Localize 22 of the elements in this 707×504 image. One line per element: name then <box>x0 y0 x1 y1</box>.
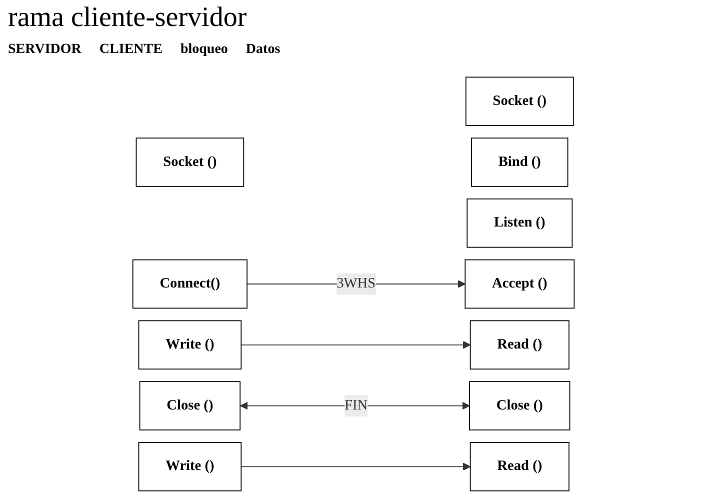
node-box: Connect() <box>132 259 248 309</box>
node-box: Accept () <box>464 259 575 309</box>
arrow <box>240 462 471 471</box>
node-box: Socket () <box>465 76 574 126</box>
edge-label: FIN <box>344 398 368 413</box>
node-box: Read () <box>470 442 570 492</box>
node-box: Close () <box>469 381 570 430</box>
node-box: Read () <box>470 320 570 370</box>
node-box: Bind () <box>471 138 568 187</box>
node-box: Listen () <box>466 198 573 248</box>
edge-label: 3WHS <box>336 276 376 292</box>
node-box: Write () <box>138 320 242 370</box>
diagram-title: rama cliente-servidor <box>8 2 247 34</box>
node-box: Socket () <box>136 138 244 187</box>
arrow <box>240 340 471 349</box>
note-text: SERVIDOR <box>8 42 82 58</box>
note-text: CLIENTE <box>99 42 162 58</box>
note-text: bloqueo <box>180 42 228 58</box>
note-text: Datos <box>246 42 280 58</box>
node-box: Close () <box>139 381 241 430</box>
node-box: Write () <box>138 442 242 492</box>
arrow <box>240 402 470 410</box>
